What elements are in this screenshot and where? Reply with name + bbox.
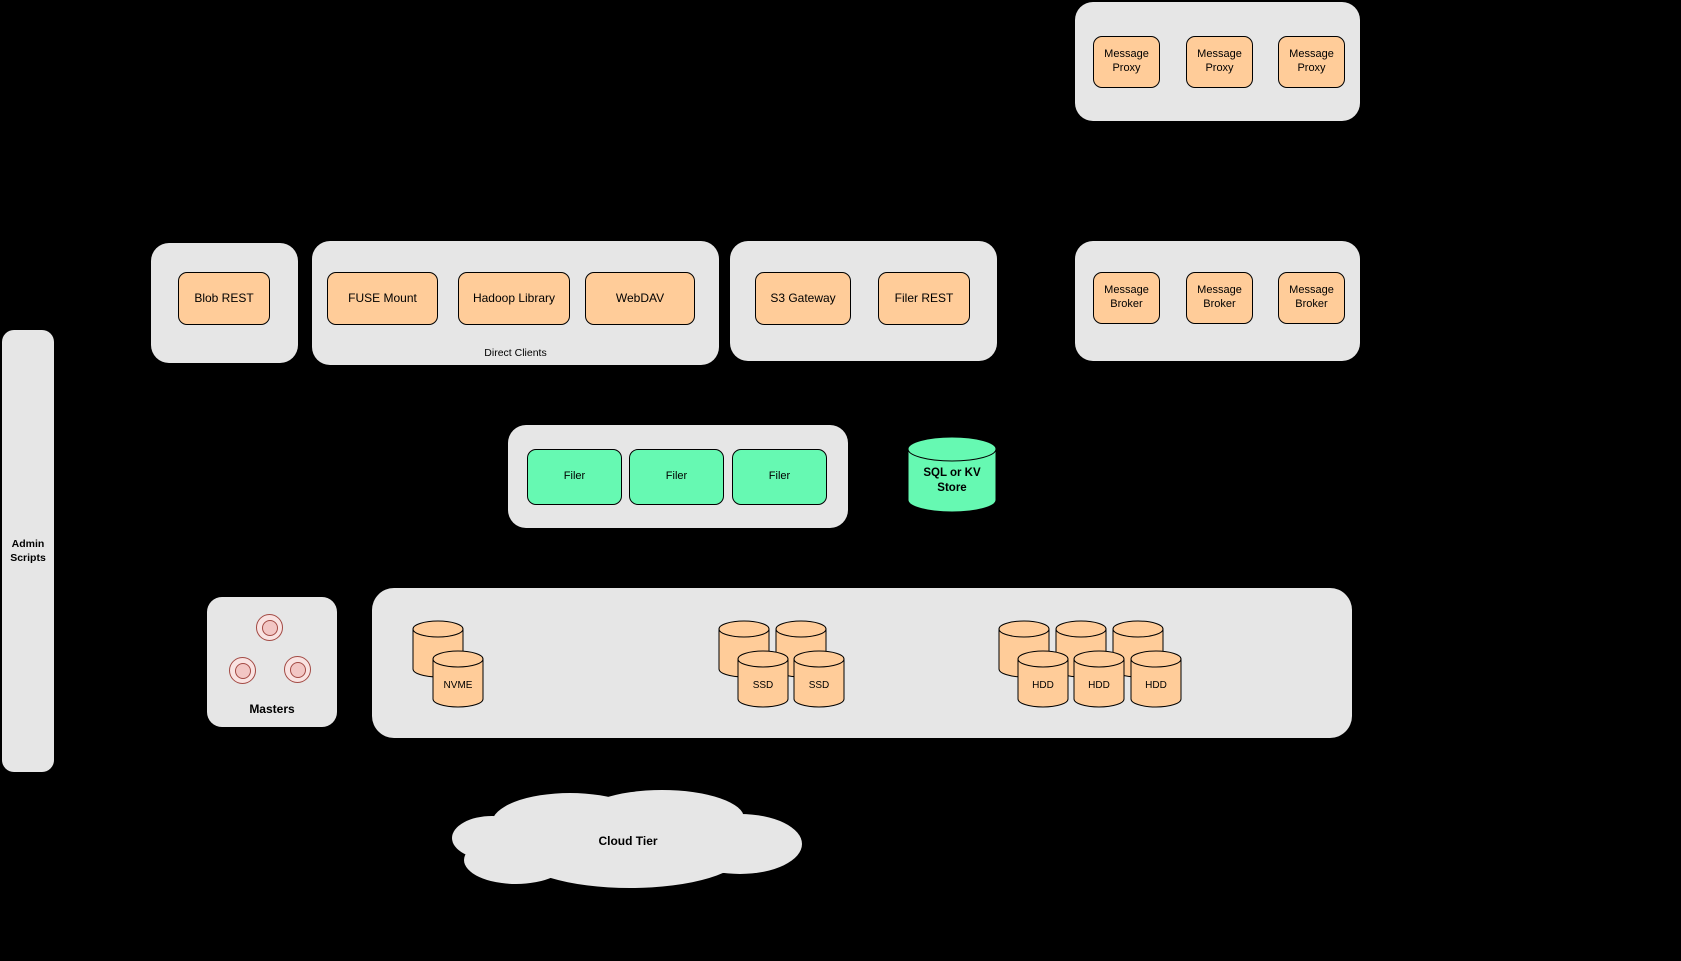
ssd-label: SSD xyxy=(808,680,830,691)
blob-rest-group: Blob REST xyxy=(151,243,298,363)
hdd-label: HDD xyxy=(1032,680,1054,691)
volume-servers-group: NVME SSD SSD xyxy=(372,588,1352,738)
gateway-group: S3 Gateway Filer REST xyxy=(730,241,997,361)
message-broker-node: Message Broker xyxy=(1093,272,1160,324)
cloud-icon xyxy=(452,790,802,888)
ssd-label: SSD xyxy=(752,680,774,691)
disk-cylinder-icon xyxy=(412,620,464,678)
hadoop-library-node: Hadoop Library xyxy=(458,272,570,325)
filer-node: Filer xyxy=(629,449,724,505)
nvme-cylinder xyxy=(412,620,464,678)
disk-cylinder-icon xyxy=(1073,650,1125,708)
hdd-label: HDD xyxy=(1145,680,1167,691)
nvme-cylinder: NVME xyxy=(432,650,484,708)
admin-scripts-panel: Admin Scripts xyxy=(2,330,54,772)
masters-group: Masters xyxy=(207,597,337,727)
filer-node: Filer xyxy=(527,449,622,505)
disk-cylinder-icon xyxy=(1130,650,1182,708)
message-proxy-node: Message Proxy xyxy=(1278,36,1345,88)
disk-cylinder-icon xyxy=(1017,650,1069,708)
disk-cylinder-icon xyxy=(737,650,789,708)
sql-kv-store: SQL or KV Store xyxy=(907,436,997,516)
ssd-cylinder: SSD xyxy=(737,650,789,708)
message-broker-group: Message Broker Message Broker Message Br… xyxy=(1075,241,1360,361)
sql-kv-store-label: SQL or KV Store xyxy=(923,467,981,494)
ssd-cylinder: SSD xyxy=(793,650,845,708)
master-node-icon xyxy=(284,656,311,683)
webdav-node: WebDAV xyxy=(585,272,695,325)
cloud-tier-label: Cloud Tier xyxy=(598,834,658,848)
hdd-cylinder: HDD xyxy=(1130,650,1182,708)
cloud-tier: Cloud Tier xyxy=(450,788,806,895)
hdd-cylinder: HDD xyxy=(1073,650,1125,708)
message-broker-node: Message Broker xyxy=(1278,272,1345,324)
database-cylinder-icon xyxy=(907,436,997,513)
master-node-inner-icon xyxy=(234,662,251,679)
message-proxy-group: Message Proxy Message Proxy Message Prox… xyxy=(1075,2,1360,121)
master-node-inner-icon xyxy=(289,661,306,678)
filer-group: Filer Filer Filer xyxy=(508,425,848,528)
message-proxy-node: Message Proxy xyxy=(1186,36,1253,88)
master-node-icon xyxy=(256,614,283,641)
filer-rest-node: Filer REST xyxy=(878,272,970,325)
disk-cylinder-icon xyxy=(793,650,845,708)
blob-rest-node: Blob REST xyxy=(178,272,270,325)
message-proxy-node: Message Proxy xyxy=(1093,36,1160,88)
disk-cylinder-icon xyxy=(432,650,484,708)
filer-node: Filer xyxy=(732,449,827,505)
s3-gateway-node: S3 Gateway xyxy=(755,272,851,325)
master-node-icon xyxy=(229,657,256,684)
hdd-label: HDD xyxy=(1088,680,1110,691)
message-broker-node: Message Broker xyxy=(1186,272,1253,324)
hdd-cylinder: HDD xyxy=(1017,650,1069,708)
masters-label: Masters xyxy=(249,702,295,716)
fuse-mount-node: FUSE Mount xyxy=(327,272,438,325)
direct-clients-caption: Direct Clients xyxy=(484,347,547,359)
direct-clients-group: FUSE Mount Hadoop Library WebDAV Direct … xyxy=(312,241,719,365)
nvme-label: NVME xyxy=(443,680,473,691)
master-node-inner-icon xyxy=(261,619,278,636)
